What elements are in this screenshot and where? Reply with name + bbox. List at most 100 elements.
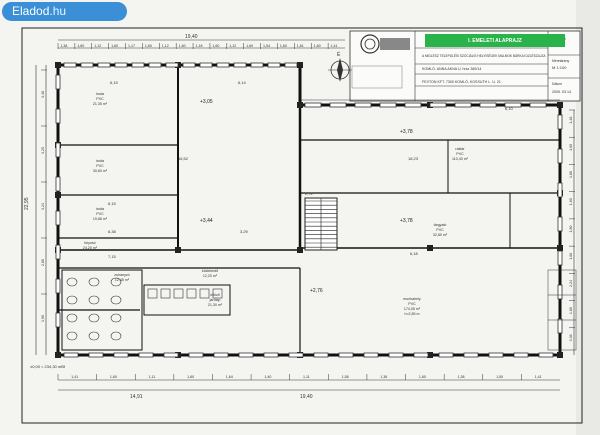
bottom-dim-8: 1,36 [380,375,387,379]
level-4: +3,78 [400,218,413,224]
right-dim-0: 1,48 [569,117,573,124]
column-7 [175,247,181,253]
fixture-17 [212,288,223,299]
tb-row-label-1: Méretarány [552,59,569,63]
bottom-dim-11: 1,50 [496,375,503,379]
column-15 [427,245,433,251]
fixture-10 [88,331,100,341]
top-dim-11: 1,60 [246,44,253,48]
svg-text:zuhanyzó: zuhanyzó [114,273,129,277]
window-top-23 [529,102,547,108]
window-bottom-32 [263,352,279,358]
window-bottom-31 [238,352,254,358]
right-dim-1: 1,60 [569,144,573,151]
sheet-title: I. EMELETI ALAPRAJZ [425,34,565,47]
svg-text:32,80 m²: 32,80 m² [433,233,448,237]
svg-text:21,35 m²: 21,35 m² [93,102,108,106]
right-dim-7: 1,80 [569,307,573,314]
svg-text:PVC: PVC [96,212,104,216]
window-top-14 [304,102,322,108]
left-dim-0: 3,48 [41,91,45,98]
window-bottom-34 [313,352,329,358]
bottom-dim-12: 1,41 [535,375,542,379]
top-dim-4: 1,17 [128,44,135,48]
top-dim-9: 1,60 [212,44,219,48]
dim-left-total: 22,95 [24,197,30,210]
bottom-dim-5: 1,40 [264,375,271,379]
window-right-53 [557,148,563,164]
window-top-4 [131,62,145,68]
bottom-dim-3: 1,60 [187,375,194,379]
top-dim-0: 1,38 [60,44,67,48]
window-top-10 [233,62,247,68]
top-dim-15: 1,60 [314,44,321,48]
top-dim-8: 1,18 [196,44,203,48]
fixture-6 [66,313,78,323]
watermark-badge[interactable]: Eladod.hu [2,2,127,21]
window-bottom-39 [438,352,454,358]
window-bottom-38 [413,352,429,358]
column-0 [55,62,61,68]
inner-dim-5: 3,29 [240,229,249,234]
window-right-55 [557,216,563,232]
window-top-12 [267,62,281,68]
top-dim-6: 1,12 [162,44,169,48]
window-bottom-35 [338,352,354,358]
svg-text:iroda: iroda [96,159,104,163]
svg-text:tárgyaló: tárgyaló [434,223,447,227]
left-dim-4: 1,90 [41,315,45,322]
left-dim-2: 3,24 [41,203,45,210]
fixture-2 [110,277,122,287]
dimension-lines [35,39,575,391]
svg-text:öltöző: öltöző [210,293,220,297]
right-dim-5: 1,60 [569,253,573,260]
bottom-dim-10: 1,38 [457,375,464,379]
svg-text:iroda: iroda [96,207,104,211]
inner-dim-10: 6,15 [108,201,117,206]
inner-dim-0: 6,15 [110,80,119,85]
left-dim-3: 2,80 [41,259,45,266]
inner-dim-7: 2,72 [305,191,314,196]
dim-bottom-sub: 14,91 [130,394,143,400]
fixture-8 [110,313,122,323]
inner-dimensions: 6,15 6,14 16,52 18,23 6,10 3,29 6,38 2,7… [108,80,514,259]
level-1: +3,05 [200,99,213,105]
fixture-16 [199,288,210,299]
inner-dim-9: 6,18 [410,251,419,256]
window-top-0 [63,62,77,68]
company-logo-icon [360,34,410,54]
window-right-58 [557,318,563,334]
top-dim-10: 1,12 [229,44,236,48]
window-left-48 [55,210,61,226]
fixture-9 [66,331,78,341]
tb-row-label-2: Dátum [552,82,562,86]
top-dim-12: 1,54 [263,44,270,48]
right-dim-4: 1,80 [569,226,573,233]
top-dim-2: 1,12 [94,44,101,48]
window-bottom-43 [538,352,554,358]
svg-text:110,40 m²: 110,40 m² [452,157,469,161]
svg-text:12,20 m²: 12,20 m² [203,274,218,278]
inner-dim-4: 6,10 [505,106,514,111]
window-top-5 [148,62,162,68]
window-bottom-33 [288,352,304,358]
window-top-7 [182,62,196,68]
dim-overall-top: 19,40 [185,34,198,40]
legend-box: ±0,00 = 234,30 mBf [30,269,577,369]
north-arrow-icon: É [328,51,352,82]
svg-text:30,60 m²: 30,60 m² [93,169,108,173]
window-right-52 [557,114,563,130]
inner-dim-6: 6,38 [108,229,117,234]
svg-text:PVC: PVC [436,228,444,232]
left-dim-1: 3,20 [41,147,45,154]
column-11 [557,102,563,108]
datum-note: ±0,00 = 234,30 mBf [30,364,66,369]
column-13 [557,245,563,251]
svg-text:24,20 m²: 24,20 m² [83,246,98,250]
svg-text:21,30 m²: 21,30 m² [208,303,223,307]
window-top-8 [199,62,213,68]
fixture-5 [110,295,122,305]
